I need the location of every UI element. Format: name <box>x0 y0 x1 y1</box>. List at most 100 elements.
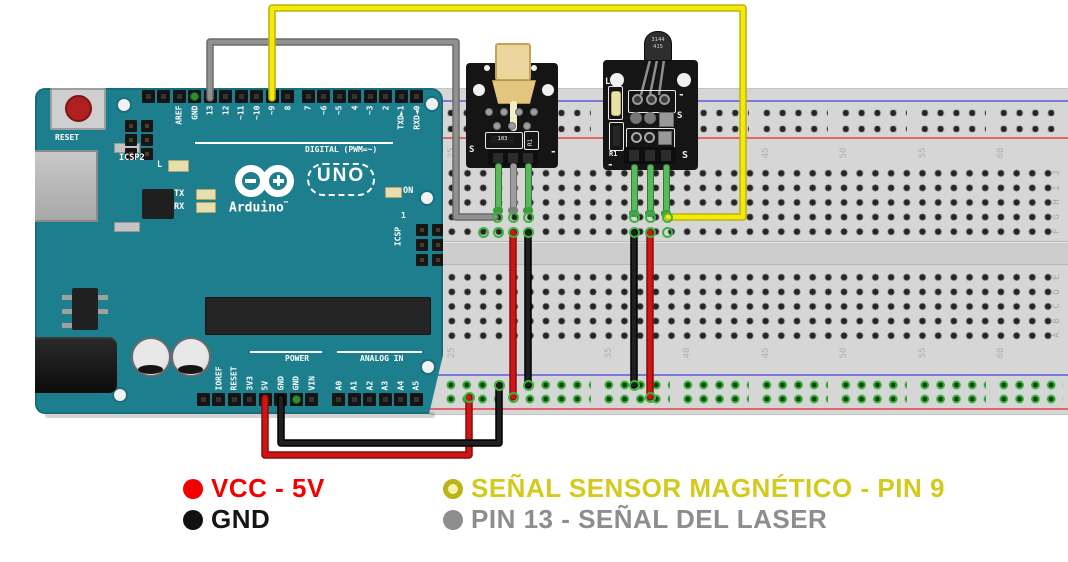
icsp-pin <box>432 239 443 251</box>
icsp-pin <box>432 254 443 266</box>
solder-pad <box>508 122 516 130</box>
icsp2-pin <box>141 148 153 160</box>
hall-r1-label: R1 <box>609 150 618 158</box>
wire-hall-signal <box>269 5 746 220</box>
digital-header-right-pin <box>348 90 361 103</box>
icsp-pin <box>416 254 428 266</box>
gnd-dot-icon <box>183 509 203 530</box>
mounting-hole <box>426 98 438 110</box>
hall-resistor <box>609 122 624 151</box>
hall-s-bottom: S <box>682 150 689 161</box>
connection-point <box>477 226 489 238</box>
pad <box>644 112 656 124</box>
digital-header-left-pin <box>250 90 263 103</box>
reset-button-cap <box>65 95 92 122</box>
atmega-chip <box>205 297 431 335</box>
hall-minus-bottom: - <box>607 158 614 171</box>
connection-point <box>644 391 656 403</box>
pcb-hole <box>484 65 490 71</box>
led-l <box>168 160 189 172</box>
resistor-103: 103 <box>485 132 523 149</box>
laser-beam <box>510 101 517 131</box>
legend-label-vcc: VCC - 5V <box>211 473 325 503</box>
analog-header-pin <box>363 392 376 406</box>
power-header-pin <box>305 392 318 406</box>
connection-point <box>628 211 640 223</box>
icsp-pin1-label: 1 <box>401 211 406 220</box>
connection-point <box>661 211 673 223</box>
connection-point <box>493 379 505 391</box>
connection-point <box>492 226 504 238</box>
logo-plus-v <box>276 175 281 187</box>
led-on-label: ON <box>403 186 414 196</box>
pcb-hole <box>542 84 554 96</box>
resistor-r1: R1 <box>524 131 539 150</box>
arduino-brand: Arduino™ <box>229 200 289 216</box>
icsp2-pin <box>141 120 153 132</box>
breadboard-rows-f-j <box>444 166 1057 239</box>
breadboard-center-gap <box>429 241 1068 265</box>
pad-hole <box>631 132 642 143</box>
legend-item-hall-signal: SEÑAL SENSOR MAGNÉTICO - PIN 9 <box>443 473 945 504</box>
power-header-pin <box>212 392 225 406</box>
digital-header-left-pin <box>281 90 294 103</box>
legend-item-laser-signal: PIN 13 - SEÑAL DEL LASER <box>443 504 945 535</box>
hall-s-mid: S <box>677 111 683 121</box>
hall-minus-top: - <box>678 88 685 101</box>
connection-point <box>644 226 656 238</box>
legend-label-hall-signal: SEÑAL SENSOR MAGNÉTICO - PIN 9 <box>471 473 945 503</box>
connection-point <box>628 379 640 391</box>
digital-header-right-pin <box>410 90 423 103</box>
solder-pad <box>530 108 538 116</box>
icsp2-pin <box>141 134 153 146</box>
pad-hole <box>644 132 655 143</box>
regulator-leg <box>62 323 72 328</box>
usb-connector <box>35 150 98 222</box>
led-rx <box>196 202 216 213</box>
solder-pad <box>523 122 531 130</box>
regulator-leg <box>98 309 108 314</box>
power-jack <box>35 337 117 393</box>
breadboard-top-blue-line <box>429 100 1068 102</box>
solder-pad <box>515 108 523 116</box>
analog-in-label: ANALOG IN <box>360 354 404 363</box>
digital-label: DIGITAL (PWM=~) <box>305 145 378 154</box>
hall-led-label: L <box>605 77 611 87</box>
icsp-pin <box>416 239 428 251</box>
logo-minus <box>245 179 256 183</box>
breadboard-bottom-blue-line <box>429 374 1068 376</box>
digital-header-left-pin <box>234 90 248 103</box>
pin-slot <box>629 150 639 161</box>
arduino-shadow <box>45 412 435 418</box>
digital-header-left-pin <box>172 90 186 103</box>
solder-pad <box>493 122 501 130</box>
digital-header-right-pin <box>317 90 330 103</box>
connection-point <box>522 226 534 238</box>
legend-label-laser-signal: PIN 13 - SEÑAL DEL LASER <box>471 504 828 534</box>
arduino-logo-right-loop <box>262 165 294 197</box>
pad-hole <box>659 94 670 105</box>
pin-slot <box>523 153 533 163</box>
hall-led <box>608 86 623 120</box>
pad-hole <box>632 94 643 105</box>
legend-item-gnd: GND <box>183 504 325 535</box>
regulator-leg <box>98 295 108 300</box>
digital-header-right-pin <box>394 90 408 103</box>
analog-header-pin <box>378 392 392 406</box>
vcc-dot-icon <box>183 478 203 499</box>
digital-header-right-pin <box>379 90 392 103</box>
pad-square <box>658 131 672 145</box>
connection-point <box>491 211 503 223</box>
analog-header-pin <box>332 392 345 406</box>
pcb-hole <box>610 73 624 87</box>
pad-hole <box>646 94 657 105</box>
pin-tip <box>523 207 533 214</box>
breadboard-bottom-red-line <box>429 408 1068 410</box>
connection-point <box>628 226 640 238</box>
analog-header-pin <box>347 392 361 406</box>
connected-pin-dot <box>190 92 199 101</box>
pcb-hole <box>677 73 691 87</box>
analog-header-pin <box>409 392 423 406</box>
